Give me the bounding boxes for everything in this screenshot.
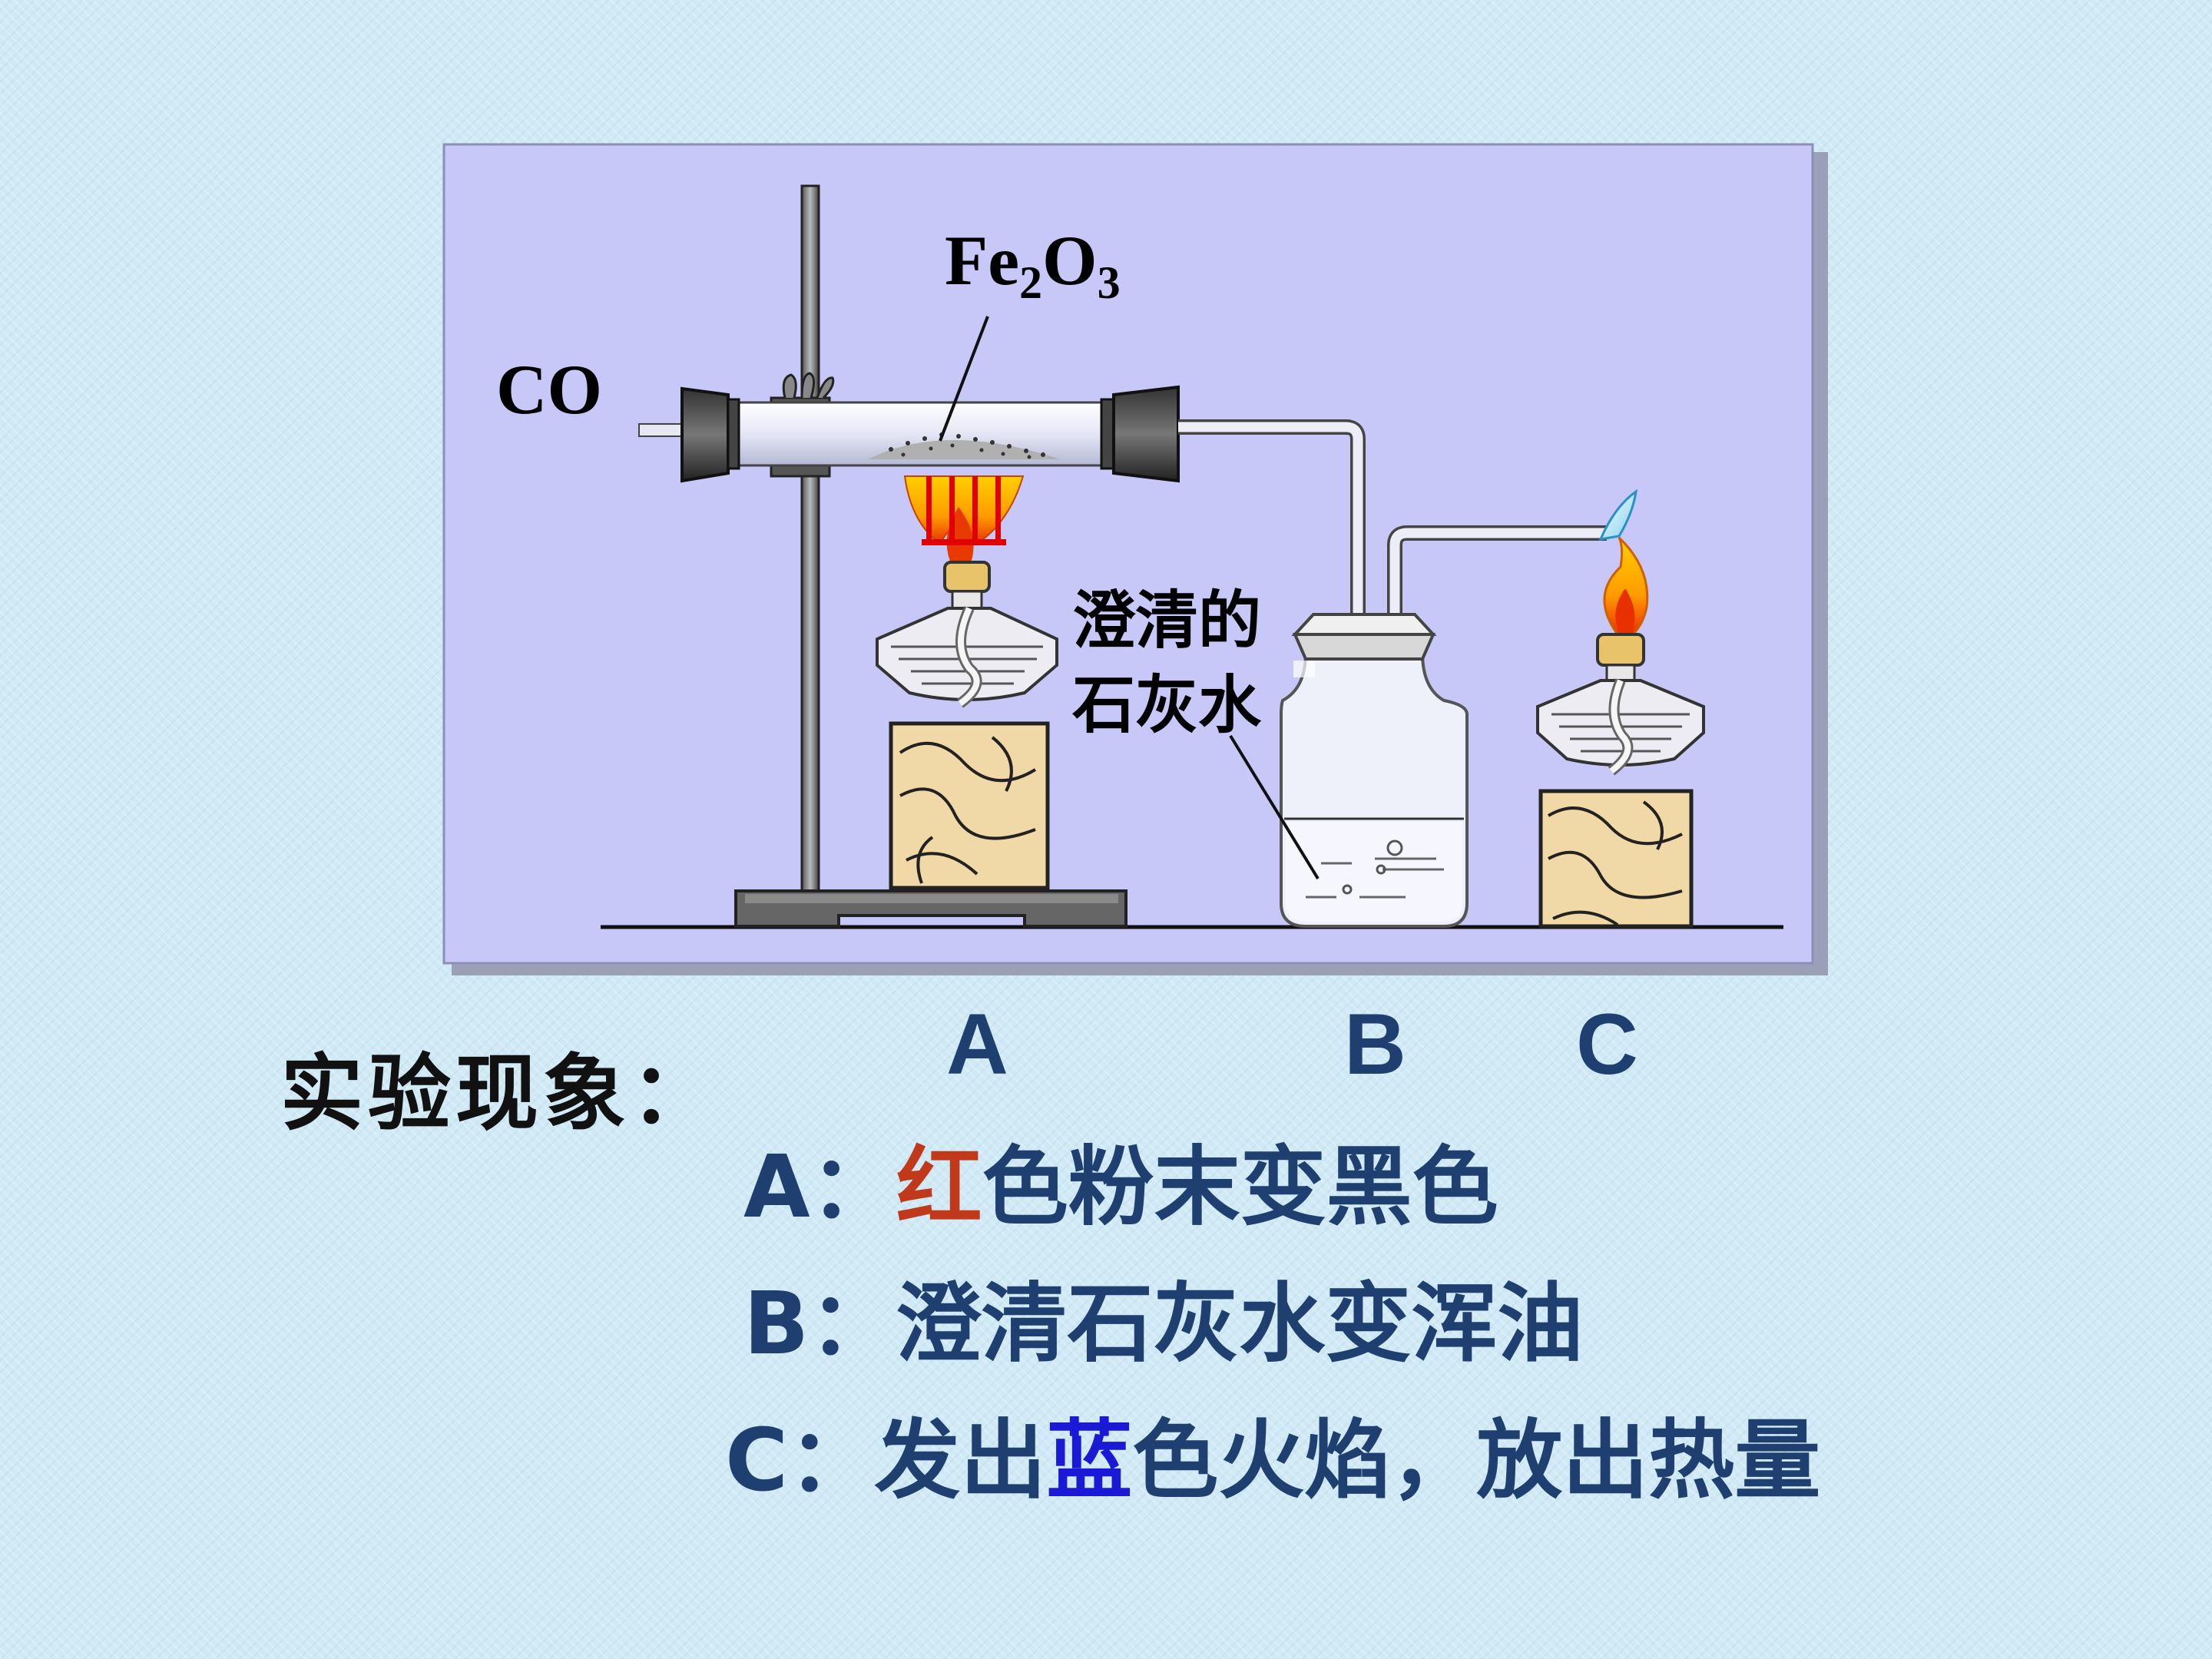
bottle-label-line2: 石灰水 [1072,669,1262,742]
right-stopper [1100,385,1180,483]
observation-a-highlight: 红 [896,1137,982,1237]
limewater-pointer [1229,734,1320,880]
reagent-formula: Fe2O3 [945,221,1121,308]
apparatus-label-a: A [946,996,1008,1092]
apparatus-label-b: B [1344,996,1406,1092]
iron-stand [734,184,1128,928]
observation-c-highlight: 蓝 [1046,1411,1133,1511]
observation-a: A：红色粉末变黑色 [743,1144,1498,1230]
observation-c-before: 发出 [874,1411,1047,1511]
observation-c-prefix: C： [725,1411,875,1511]
observation-b-prefix: B： [743,1274,896,1374]
observation-a-prefix: A： [743,1137,896,1237]
inlet-tube [638,423,686,437]
diagram-panel [442,143,1828,975]
gas-bottle-b [1280,613,1469,928]
observation-a-text: 色粉末变黑色 [982,1137,1498,1237]
observations-heading: 实验现象： [280,1045,719,1142]
apparatus-label-c: C [1576,996,1638,1092]
observation-b: B：澄清石灰水变浑油 [743,1281,1583,1367]
observation-b-text: 澄清石灰水变浑油 [895,1274,1584,1374]
fe2o3-pointer [939,316,989,442]
alcohol-burner-c [1536,633,1705,776]
observation-c: C：发出蓝色火焰，放出热量 [725,1418,1820,1504]
gas-label-co: CO [496,350,602,429]
alcohol-burner-a [876,561,1058,708]
wood-block-c [1538,789,1694,929]
observation-c-after: 色火焰，放出热量 [1132,1411,1821,1511]
burner-a-flame-icon [903,475,1025,567]
left-stopper [680,386,740,483]
wood-block-a [889,721,1050,890]
bottle-label-line1: 澄清的 [1072,584,1261,657]
burner-c-flame-icon [1603,536,1649,636]
blue-flame-icon [1598,488,1637,541]
